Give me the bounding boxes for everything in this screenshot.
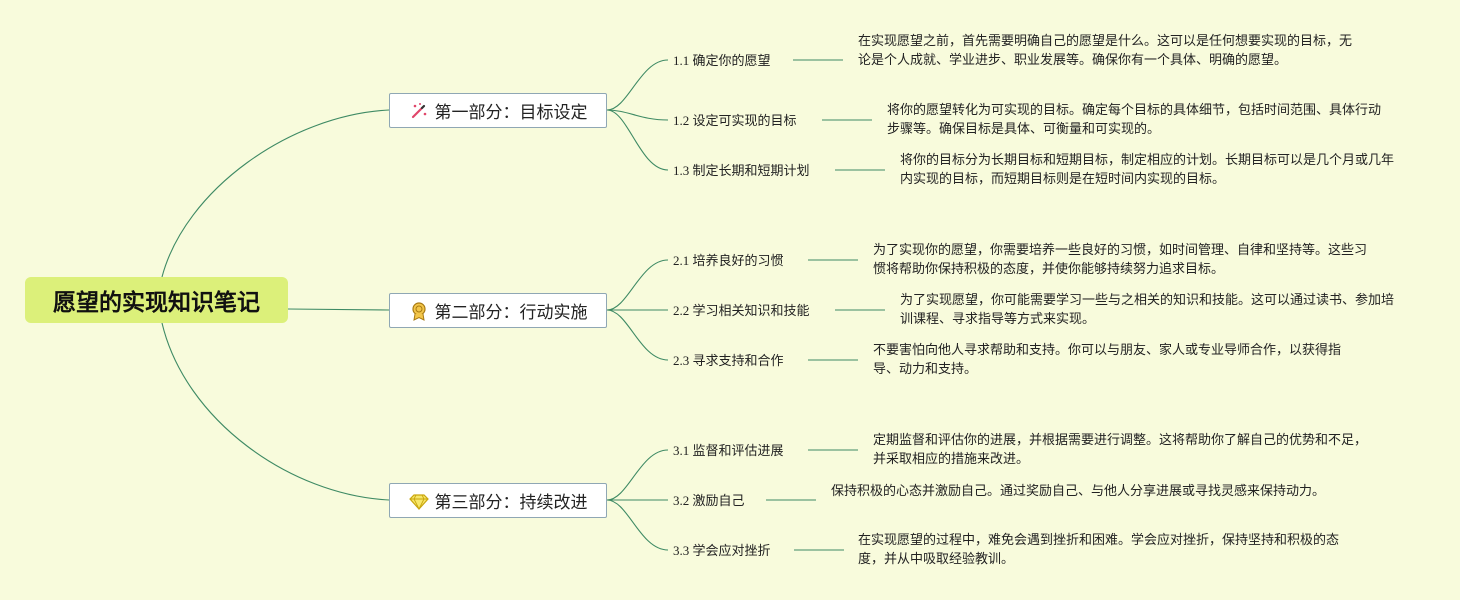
section-title: 第一部分：目标设定	[434, 103, 588, 123]
section-title: 第二部分：行动实施	[434, 303, 588, 323]
magic-wand-icon	[409, 101, 429, 121]
connector-root-to-section-3	[161, 322, 390, 501]
award-medal-icon	[409, 301, 429, 321]
topic-node[interactable]: 1.2 设定可实现的目标	[673, 113, 797, 128]
topic-description: 为了实现愿望，你可能需要学习一些与之相关的知识和技能。这可以通过读书、参加培训课…	[900, 293, 1395, 327]
topic-description: 为了实现你的愿望，你需要培养一些良好的习惯，如时间管理、自律和坚持等。这些习惯将…	[873, 243, 1368, 277]
topic-description: 将你的愿望转化为可实现的目标。确定每个目标的具体细节，包括时间范围、具体行动步骤…	[887, 103, 1382, 137]
topic-node[interactable]: 1.1 确定你的愿望	[673, 53, 771, 68]
topic-description: 保持积极的心态并激励自己。通过奖励自己、与他人分享进展或寻找灵感来保持动力。	[831, 484, 1326, 499]
topic-description: 将你的目标分为长期目标和短期目标，制定相应的计划。长期目标可以是几个月或几年内实…	[900, 153, 1395, 187]
connector-s2-item-1	[606, 259, 669, 311]
topic-description: 不要害怕向他人寻求帮助和支持。你可以与朋友、家人或专业导师合作，以获得指导、动力…	[873, 343, 1342, 377]
topic-description: 在实现愿望的过程中，难免会遇到挫折和困难。学会应对挫折，保持坚持和积极的态度，并…	[858, 533, 1340, 567]
topic-node[interactable]: 3.3 学会应对挫折	[673, 543, 771, 558]
connector-s3-item-3	[606, 499, 669, 551]
section-title: 第三部分：持续改进	[434, 493, 588, 513]
section-node-1[interactable]: 第一部分：目标设定	[389, 93, 607, 128]
topic-node[interactable]: 3.2 激励自己	[673, 493, 745, 508]
connector-s3-item-1	[606, 449, 669, 501]
topic-description: 定期监督和评估你的进展，并根据需要进行调整。这将帮助你了解自己的优势和不足，并采…	[873, 433, 1368, 467]
topic-node[interactable]: 2.1 培养良好的习惯	[673, 253, 784, 268]
connector-s1-item-2	[606, 109, 669, 121]
connector-s1-item-1	[606, 59, 669, 111]
connector-root-to-section-1	[161, 109, 390, 278]
topic-description: 在实现愿望之前，首先需要明确自己的愿望是什么。这可以是任何想要实现的目标，无论是…	[858, 34, 1353, 68]
connector-s2-item-3	[606, 309, 669, 361]
topic-node[interactable]: 3.1 监督和评估进展	[673, 443, 784, 458]
root-title: 愿望的实现知识笔记	[53, 290, 260, 316]
topic-node[interactable]: 2.3 寻求支持和合作	[673, 353, 784, 368]
root-node[interactable]: 愿望的实现知识笔记	[25, 277, 288, 323]
connector-root-to-section-2	[287, 308, 390, 311]
section-node-2[interactable]: 第二部分：行动实施	[389, 293, 607, 328]
topic-node[interactable]: 2.2 学习相关知识和技能	[673, 303, 810, 318]
connector-s1-item-3	[606, 109, 669, 171]
section-node-3[interactable]: 第三部分：持续改进	[389, 483, 607, 518]
topic-node[interactable]: 1.3 制定长期和短期计划	[673, 163, 810, 178]
diamond-icon	[408, 491, 429, 511]
